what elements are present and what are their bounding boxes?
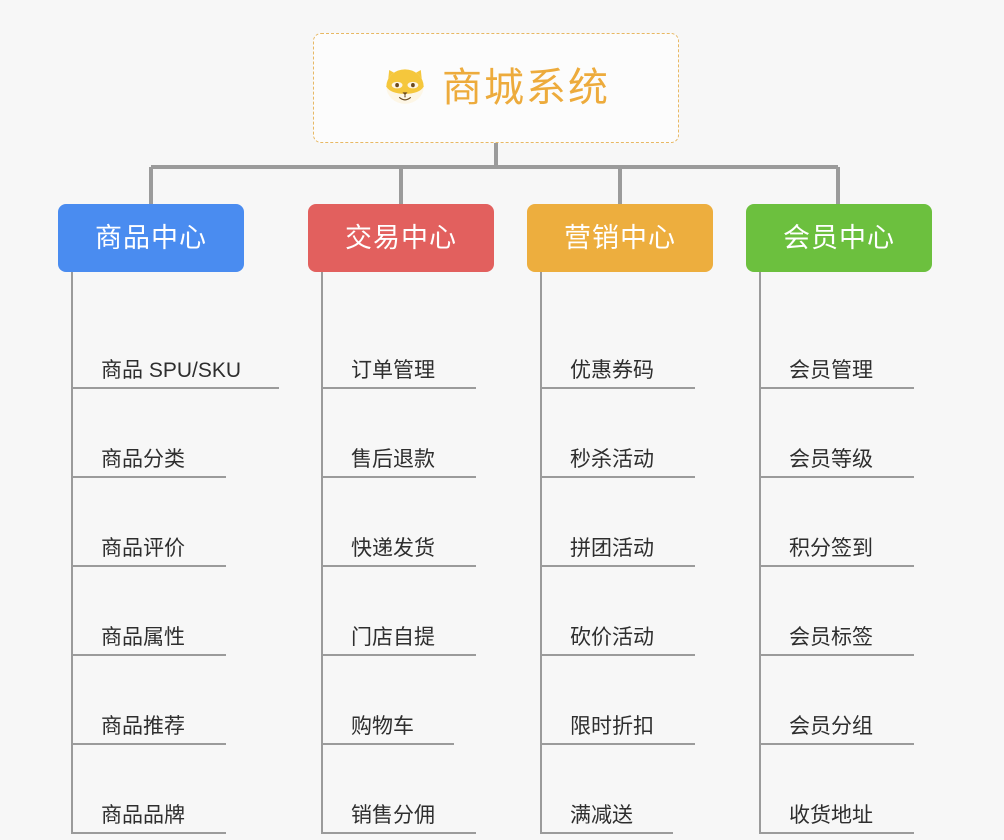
- leaf-item-label: 销售分佣: [351, 804, 435, 827]
- leaf-item-underline: [542, 565, 695, 567]
- leaf-item-label: 积分签到: [789, 537, 873, 560]
- leaf-item-underline: [73, 743, 226, 745]
- leaf-item[interactable]: 积分签到: [761, 478, 970, 567]
- category-column: 会员中心 会员管理会员等级积分签到会员标签会员分组收货地址: [746, 204, 970, 834]
- leaf-item[interactable]: 商品评价: [73, 478, 282, 567]
- leaf-item-underline: [761, 832, 914, 834]
- category-title: 营销中心: [564, 222, 676, 253]
- leaf-item[interactable]: 砍价活动: [542, 567, 751, 656]
- leaf-item[interactable]: 商品品牌: [73, 745, 282, 834]
- category-column: 交易中心 订单管理售后退款快递发货门店自提购物车销售分佣: [308, 204, 532, 834]
- leaf-item-label: 秒杀活动: [570, 448, 654, 471]
- leaf-item[interactable]: 限时折扣: [542, 656, 751, 745]
- leaf-item[interactable]: 商品 SPU/SKU: [73, 300, 282, 389]
- category-column: 商品中心 商品 SPU/SKU 商品分类商品评价商品属性商品推荐商品品牌: [58, 204, 282, 834]
- leaf-item[interactable]: 会员管理: [761, 300, 970, 389]
- leaf-item-label: 满减送: [570, 804, 633, 827]
- leaf-item-underline: [323, 654, 476, 656]
- leaf-item-label: 订单管理: [351, 359, 435, 382]
- leaf-item-label: 商品评价: [101, 537, 185, 560]
- leaf-item-underline: [73, 387, 279, 389]
- leaf-item[interactable]: 商品属性: [73, 567, 282, 656]
- leaf-item-label: 限时折扣: [570, 715, 654, 738]
- leaf-item-label: 收货地址: [789, 804, 873, 827]
- category-title: 商品中心: [95, 222, 207, 253]
- category-title: 交易中心: [345, 222, 457, 253]
- leaf-item-underline: [323, 743, 454, 745]
- leaf-item[interactable]: 会员等级: [761, 389, 970, 478]
- leaf-item[interactable]: 秒杀活动: [542, 389, 751, 478]
- leaf-item-label: 购物车: [351, 715, 414, 738]
- leaf-item[interactable]: 会员分组: [761, 656, 970, 745]
- leaf-list: 订单管理售后退款快递发货门店自提购物车销售分佣: [321, 272, 532, 834]
- leaf-item-underline: [542, 387, 695, 389]
- leaf-item-label: 商品推荐: [101, 715, 185, 738]
- leaf-item-label: 商品 SPU/SKU: [101, 359, 242, 382]
- leaf-item-label: 商品分类: [101, 448, 185, 471]
- leaf-item[interactable]: 销售分佣: [323, 745, 532, 834]
- leaf-item-label: 优惠券码: [570, 359, 654, 382]
- leaf-item[interactable]: 商品分类: [73, 389, 282, 478]
- leaf-item-underline: [323, 832, 476, 834]
- leaf-item[interactable]: 订单管理: [323, 300, 532, 389]
- leaf-item[interactable]: 快递发货: [323, 478, 532, 567]
- leaf-item[interactable]: 收货地址: [761, 745, 970, 834]
- leaf-item-label: 快递发货: [351, 537, 435, 560]
- leaf-item-underline: [761, 654, 914, 656]
- leaf-item-label: 会员管理: [789, 359, 873, 382]
- leaf-item-underline: [73, 654, 226, 656]
- leaf-item-underline: [542, 743, 695, 745]
- leaf-item[interactable]: 拼团活动: [542, 478, 751, 567]
- leaf-item[interactable]: 售后退款: [323, 389, 532, 478]
- leaf-item[interactable]: 商品推荐: [73, 656, 282, 745]
- leaf-item-underline: [73, 476, 226, 478]
- leaf-item-underline: [323, 387, 476, 389]
- leaf-item[interactable]: 门店自提: [323, 567, 532, 656]
- leaf-item-label: 售后退款: [351, 448, 435, 471]
- leaf-list: 商品 SPU/SKU 商品分类商品评价商品属性商品推荐商品品牌: [71, 272, 282, 834]
- leaf-item-label: 会员等级: [789, 448, 873, 471]
- leaf-list: 优惠券码秒杀活动拼团活动砍价活动限时折扣满减送: [540, 272, 751, 834]
- leaf-item[interactable]: 满减送: [542, 745, 751, 834]
- category-title: 会员中心: [783, 222, 895, 253]
- leaf-item[interactable]: 购物车: [323, 656, 532, 745]
- leaf-item-underline: [73, 832, 226, 834]
- shiba-dog-icon: [382, 65, 428, 111]
- leaf-item[interactable]: 会员标签: [761, 567, 970, 656]
- leaf-item-underline: [323, 476, 476, 478]
- leaf-item-underline: [761, 476, 914, 478]
- leaf-item-underline: [542, 654, 695, 656]
- leaf-list: 会员管理会员等级积分签到会员标签会员分组收货地址: [759, 272, 970, 834]
- leaf-item-label: 商品属性: [101, 626, 185, 649]
- leaf-item-underline: [73, 565, 226, 567]
- leaf-item-underline: [542, 832, 673, 834]
- leaf-item-underline: [761, 565, 914, 567]
- leaf-item-label: 会员标签: [789, 626, 873, 649]
- leaf-item-label: 拼团活动: [570, 537, 654, 560]
- root-node[interactable]: 商城系统: [313, 33, 679, 143]
- leaf-item-label: 会员分组: [789, 715, 873, 738]
- category-header-4[interactable]: 会员中心: [746, 204, 932, 272]
- category-header-1[interactable]: 商品中心: [58, 204, 244, 272]
- leaf-item[interactable]: 优惠券码: [542, 300, 751, 389]
- leaf-item-underline: [761, 387, 914, 389]
- leaf-item-underline: [761, 743, 914, 745]
- leaf-item-label: 门店自提: [351, 626, 435, 649]
- category-column: 营销中心 优惠券码秒杀活动拼团活动砍价活动限时折扣满减送: [527, 204, 751, 834]
- leaf-item-label: 砍价活动: [570, 626, 654, 649]
- category-header-2[interactable]: 交易中心: [308, 204, 494, 272]
- leaf-item-underline: [542, 476, 695, 478]
- leaf-item-label: 商品品牌: [101, 804, 185, 827]
- leaf-item-underline: [323, 565, 476, 567]
- category-header-3[interactable]: 营销中心: [527, 204, 713, 272]
- root-title: 商城系统: [442, 66, 610, 110]
